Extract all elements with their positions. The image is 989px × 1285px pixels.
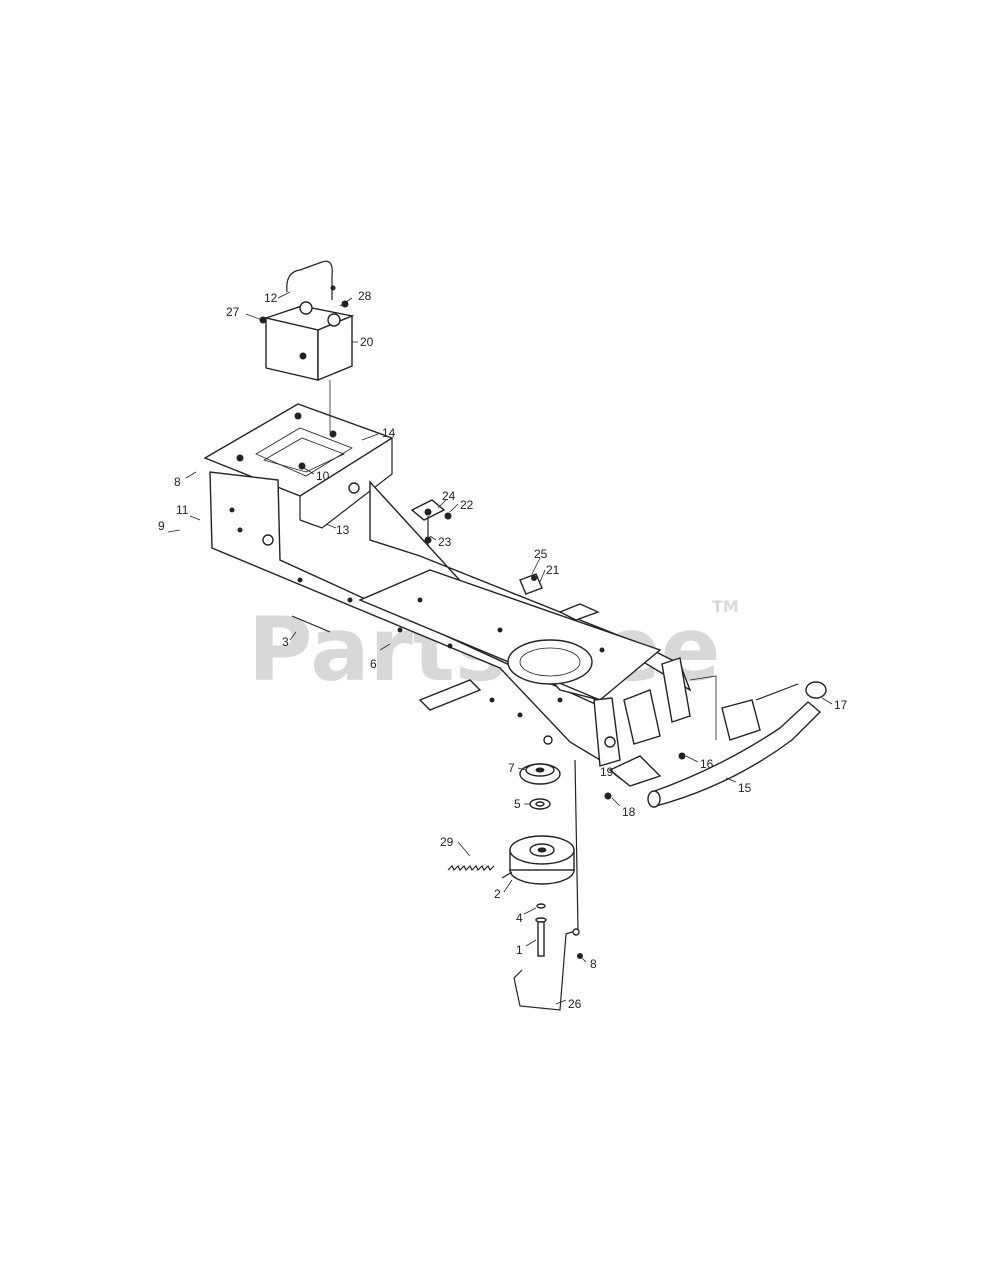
callout-6: 6 (370, 657, 377, 671)
part-bracket-24[interactable] (410, 499, 452, 546)
callout-20: 20 (360, 335, 374, 349)
part-3[interactable] (291, 615, 331, 633)
callout-26: 26 (568, 997, 582, 1011)
callout-17: 17 (834, 698, 848, 712)
callout-11: 11 (176, 503, 189, 517)
callout-24: 24 (442, 489, 456, 503)
callout-8b: 8 (590, 957, 597, 971)
callout-7: 7 (508, 761, 515, 775)
part-rod-26[interactable] (513, 759, 583, 1011)
part-axle-15[interactable] (604, 675, 827, 808)
callout-23: 23 (438, 535, 452, 549)
callout-22: 22 (460, 498, 474, 512)
callout-13: 13 (336, 523, 350, 537)
part-pulley-7[interactable] (519, 763, 561, 785)
part-spring-29[interactable] (447, 864, 495, 872)
part-battery[interactable] (259, 300, 355, 382)
callout-18: 18 (622, 805, 636, 819)
part-bolt-1[interactable] (535, 903, 547, 957)
callout-2: 2 (494, 887, 501, 901)
part-clutch-2[interactable] (501, 835, 575, 885)
callout-25: 25 (534, 547, 548, 561)
callout-16: 16 (700, 757, 714, 771)
callout-8a: 8 (174, 475, 181, 489)
watermark-tm: TM (712, 597, 739, 616)
callouts: 12 28 27 20 14 10 8 11 9 13 24 22 23 25 … (158, 289, 848, 1011)
callout-19: 19 (600, 765, 614, 779)
callout-1: 1 (516, 943, 523, 957)
leader-lines (167, 291, 833, 1005)
callout-14: 14 (382, 426, 396, 440)
part-battery-cable[interactable] (286, 260, 336, 300)
part-frame[interactable] (209, 471, 692, 767)
callout-27: 27 (226, 305, 240, 319)
callout-29: 29 (440, 835, 454, 849)
callout-10: 10 (316, 469, 330, 483)
callout-9: 9 (158, 519, 165, 533)
part-washer-5[interactable] (529, 798, 551, 810)
callout-21: 21 (546, 563, 560, 577)
part-21[interactable] (519, 573, 543, 595)
callout-12: 12 (264, 291, 278, 305)
callout-4: 4 (516, 911, 523, 925)
callout-5: 5 (514, 797, 521, 811)
callout-3: 3 (282, 635, 289, 649)
callout-28: 28 (358, 289, 372, 303)
callout-15: 15 (738, 781, 752, 795)
